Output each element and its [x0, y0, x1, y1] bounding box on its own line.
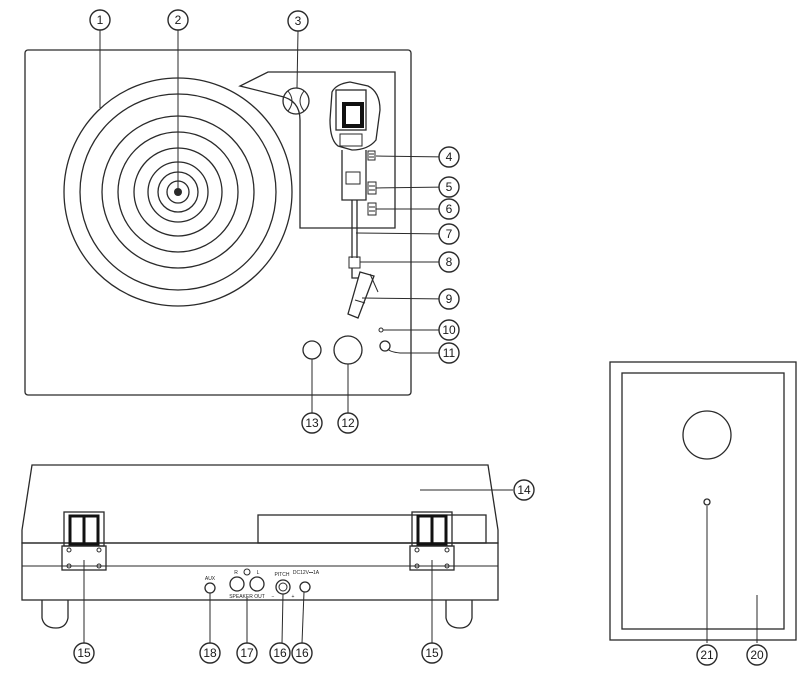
svg-text:14: 14: [517, 483, 531, 497]
callout-12: 12: [337, 412, 359, 434]
speaker-out-l: [249, 576, 265, 592]
svg-text:4: 4: [446, 150, 453, 164]
r-label: R: [234, 570, 238, 576]
callout-19: 18: [199, 642, 221, 664]
callout-9: 9: [438, 288, 460, 310]
svg-text:7: 7: [446, 227, 453, 241]
headshell: [347, 271, 375, 319]
dc-label: DC12V⎓1A: [293, 570, 320, 576]
svg-text:6: 6: [446, 202, 453, 216]
power-jack: [379, 340, 391, 352]
speaker-out-r: [229, 576, 245, 592]
hinge-right: [409, 511, 455, 571]
svg-text:9: 9: [446, 292, 453, 306]
svg-text:11: 11: [443, 346, 456, 360]
aux-label: AUX: [205, 576, 216, 582]
tonearm-assembly: [329, 81, 381, 319]
callout-15-right: 15: [421, 642, 443, 664]
speaker-port: [703, 498, 711, 506]
l-label: L: [257, 570, 260, 576]
callout-8: 8: [438, 251, 460, 273]
callout-2: 2: [167, 9, 189, 31]
svg-text:12: 12: [341, 416, 355, 430]
svg-text:2: 2: [175, 13, 182, 27]
svg-text:10: 10: [442, 323, 456, 337]
svg-text:5: 5: [446, 180, 453, 194]
adapter-45rpm: [282, 87, 310, 115]
svg-text:17: 17: [240, 646, 254, 660]
callout-21: 21: [696, 644, 718, 666]
dust-cover: [21, 464, 499, 544]
callout-1: 1: [89, 9, 111, 31]
aux-jack: [204, 582, 216, 594]
speaker-driver: [682, 410, 732, 460]
speed-knob: [333, 335, 363, 365]
plinth-outline: [24, 49, 412, 396]
foot-left: [41, 600, 69, 629]
svg-text:15: 15: [425, 646, 439, 660]
pitch-label: PITCH: [275, 572, 290, 578]
callout-15-left: 15: [73, 642, 95, 664]
cabinet-rear: [21, 542, 499, 601]
callout-11: 11: [438, 342, 460, 364]
speaker-view: [609, 361, 797, 641]
callout-20: 20: [746, 644, 768, 666]
speaker-cabinet: [609, 361, 797, 641]
callout-7: 7: [438, 223, 460, 245]
tonearm-lift: [348, 256, 361, 269]
spindle: [174, 188, 182, 196]
rear-connectors: AUX R L SPEAKER OUT PITCH − + DC12V⎓1A: [204, 568, 320, 600]
dc-jack: [299, 581, 311, 593]
pitch-plus: +: [292, 594, 295, 600]
callout-6: 6: [438, 198, 460, 220]
callout-18: 17: [236, 642, 258, 664]
callouts: 1 2 3 4 5 6 7 8 9 10 11 13 12 14 15 18 1…: [73, 9, 768, 666]
speaker-out-label: SPEAKER OUT: [229, 594, 265, 600]
svg-text:21: 21: [700, 648, 714, 662]
callout-10: 10: [438, 319, 460, 341]
svg-text:16: 16: [295, 646, 309, 660]
callout-17: 16: [269, 642, 291, 664]
callout-14: 14: [513, 479, 535, 501]
svg-text:15: 15: [77, 646, 91, 660]
volume-knob: [302, 340, 322, 360]
indicator-light: [378, 327, 384, 333]
svg-text:13: 13: [305, 416, 319, 430]
rear-view: AUX R L SPEAKER OUT PITCH − + DC12V⎓1A: [21, 464, 499, 629]
svg-text:3: 3: [295, 14, 302, 28]
top-view: [24, 49, 412, 396]
foot-right: [445, 600, 473, 629]
callout-3: 3: [287, 10, 309, 32]
svg-text:18: 18: [203, 646, 217, 660]
callout-5: 5: [438, 176, 460, 198]
callout-4: 4: [438, 146, 460, 168]
pitch-minus: −: [272, 594, 275, 600]
callout-leaders: [83, 30, 758, 644]
callout-13: 13: [301, 412, 323, 434]
svg-text:1: 1: [97, 13, 104, 27]
tonearm-plate: [238, 71, 396, 229]
svg-text:16: 16: [273, 646, 287, 660]
callout-16: 16: [291, 642, 313, 664]
svg-text:20: 20: [750, 648, 764, 662]
svg-text:8: 8: [446, 255, 453, 269]
pitch-knob: [275, 579, 291, 595]
